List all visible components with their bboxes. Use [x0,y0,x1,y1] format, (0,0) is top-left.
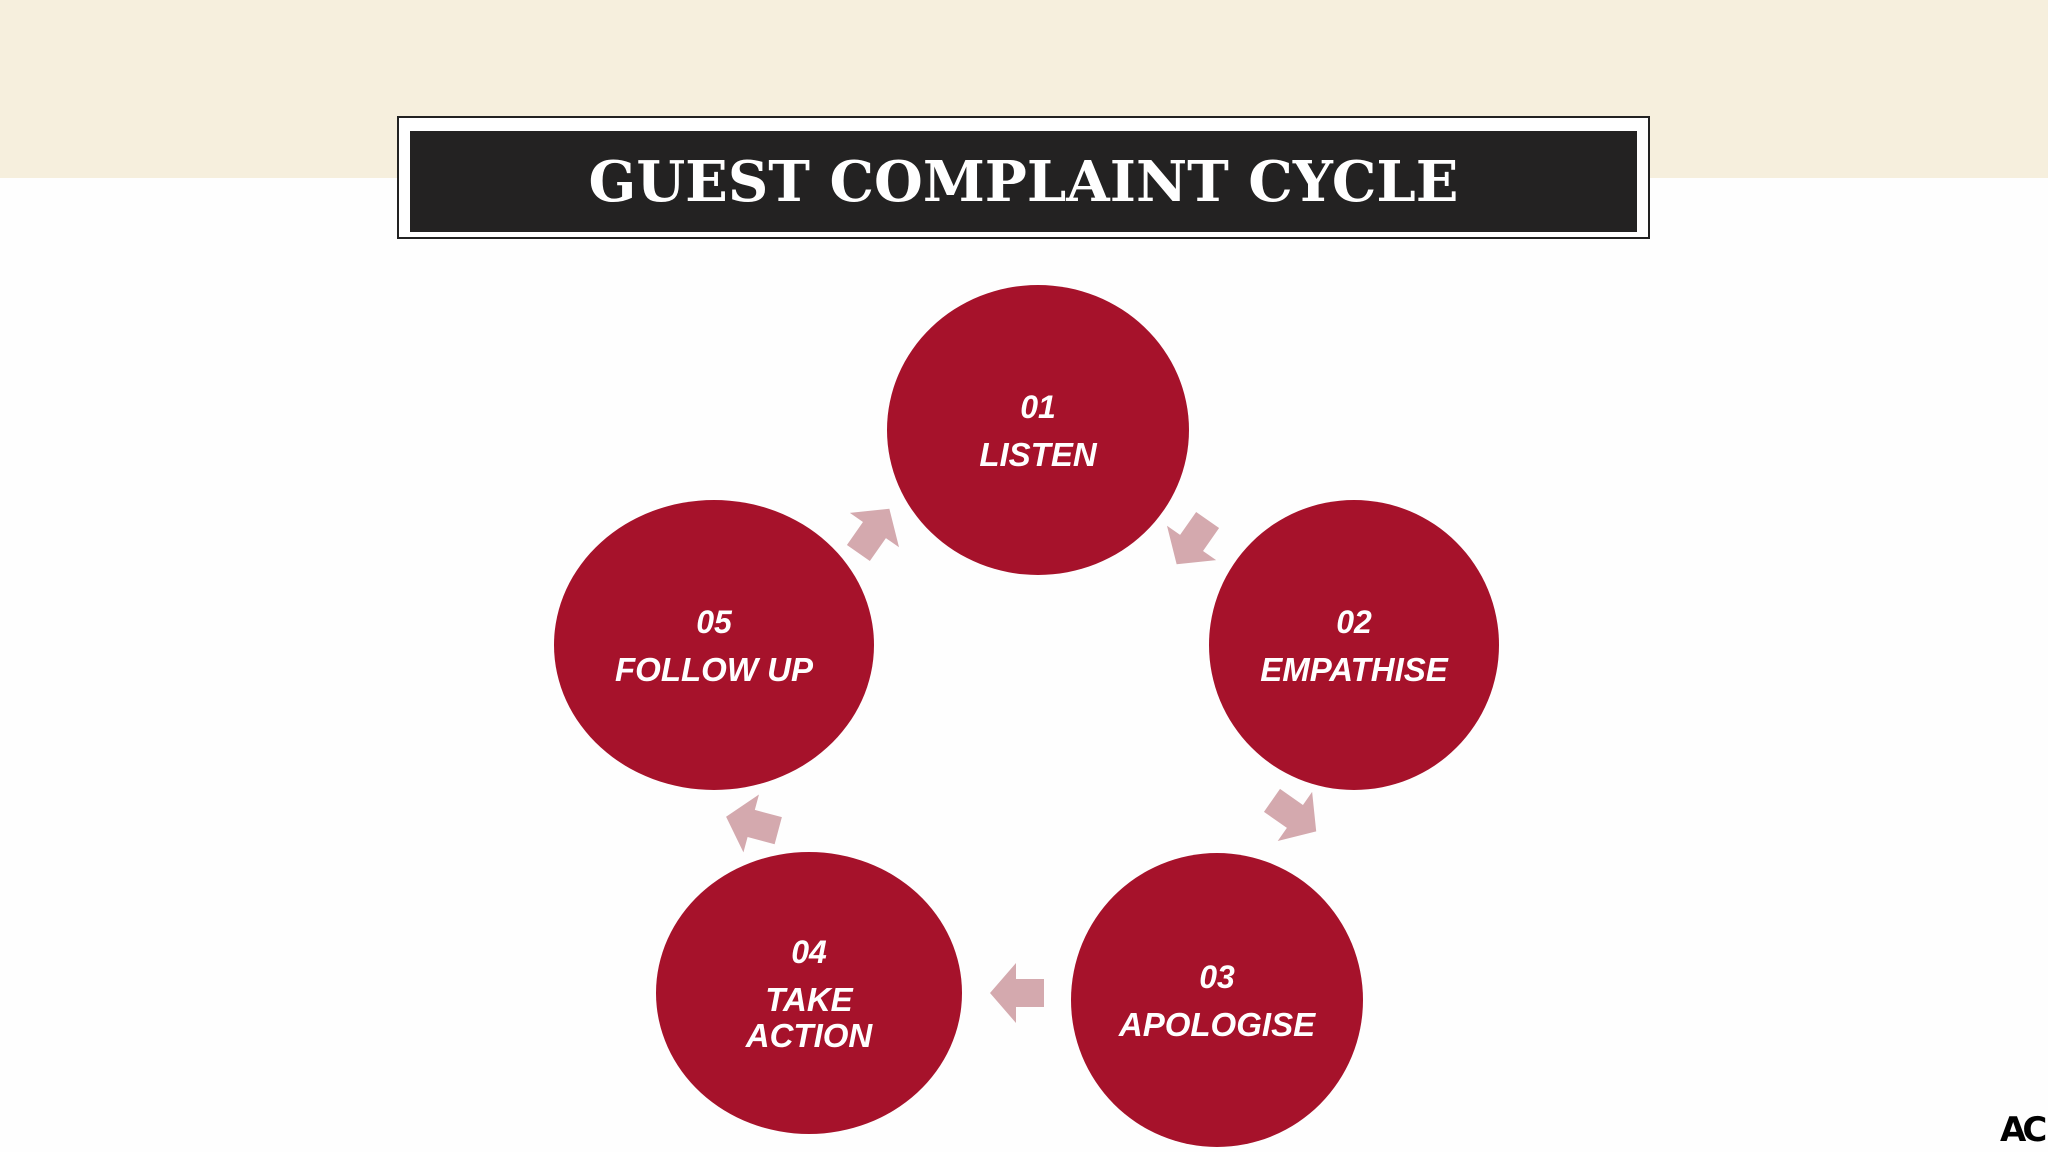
step-number: 05 [696,604,733,640]
step-number: 04 [791,934,827,970]
brand-logo: AC [2000,1110,2047,1150]
step-label: EMPATHISE [1260,651,1449,688]
cycle-arrow [726,794,782,853]
step-number: 01 [1020,389,1056,425]
step-label: APOLOGISE [1118,1006,1316,1043]
arrow-shape [846,508,900,562]
step-circle [887,285,1189,575]
step-number: 03 [1199,959,1235,995]
step-label: LISTEN [979,436,1098,473]
step-circle [1209,500,1499,790]
step-circle [1071,853,1363,1147]
title-frame: GUEST COMPLAINT CYCLE [397,116,1650,239]
cycle-arrow [990,963,1044,1023]
step-label: TAKE [765,981,853,1018]
arrow-shape [726,794,782,853]
step-number: 02 [1336,604,1372,640]
arrow-shape [1166,511,1220,565]
step-label: FOLLOW UP [615,651,814,688]
step-circle [554,500,874,790]
step-label: ACTION [745,1017,874,1054]
cycle-arrow [1166,511,1220,565]
cycle-arrows [726,508,1317,1023]
arrow-shape [1263,788,1317,842]
slide-title: GUEST COMPLAINT CYCLE [588,148,1459,215]
cycle-arrow [846,508,900,562]
title-bar: GUEST COMPLAINT CYCLE [410,131,1637,232]
arrow-shape [990,963,1044,1023]
cycle-nodes: 01LISTEN02EMPATHISE03APOLOGISE04TAKEACTI… [554,285,1499,1147]
cycle-arrow [1263,788,1317,842]
step-circle [656,852,962,1134]
